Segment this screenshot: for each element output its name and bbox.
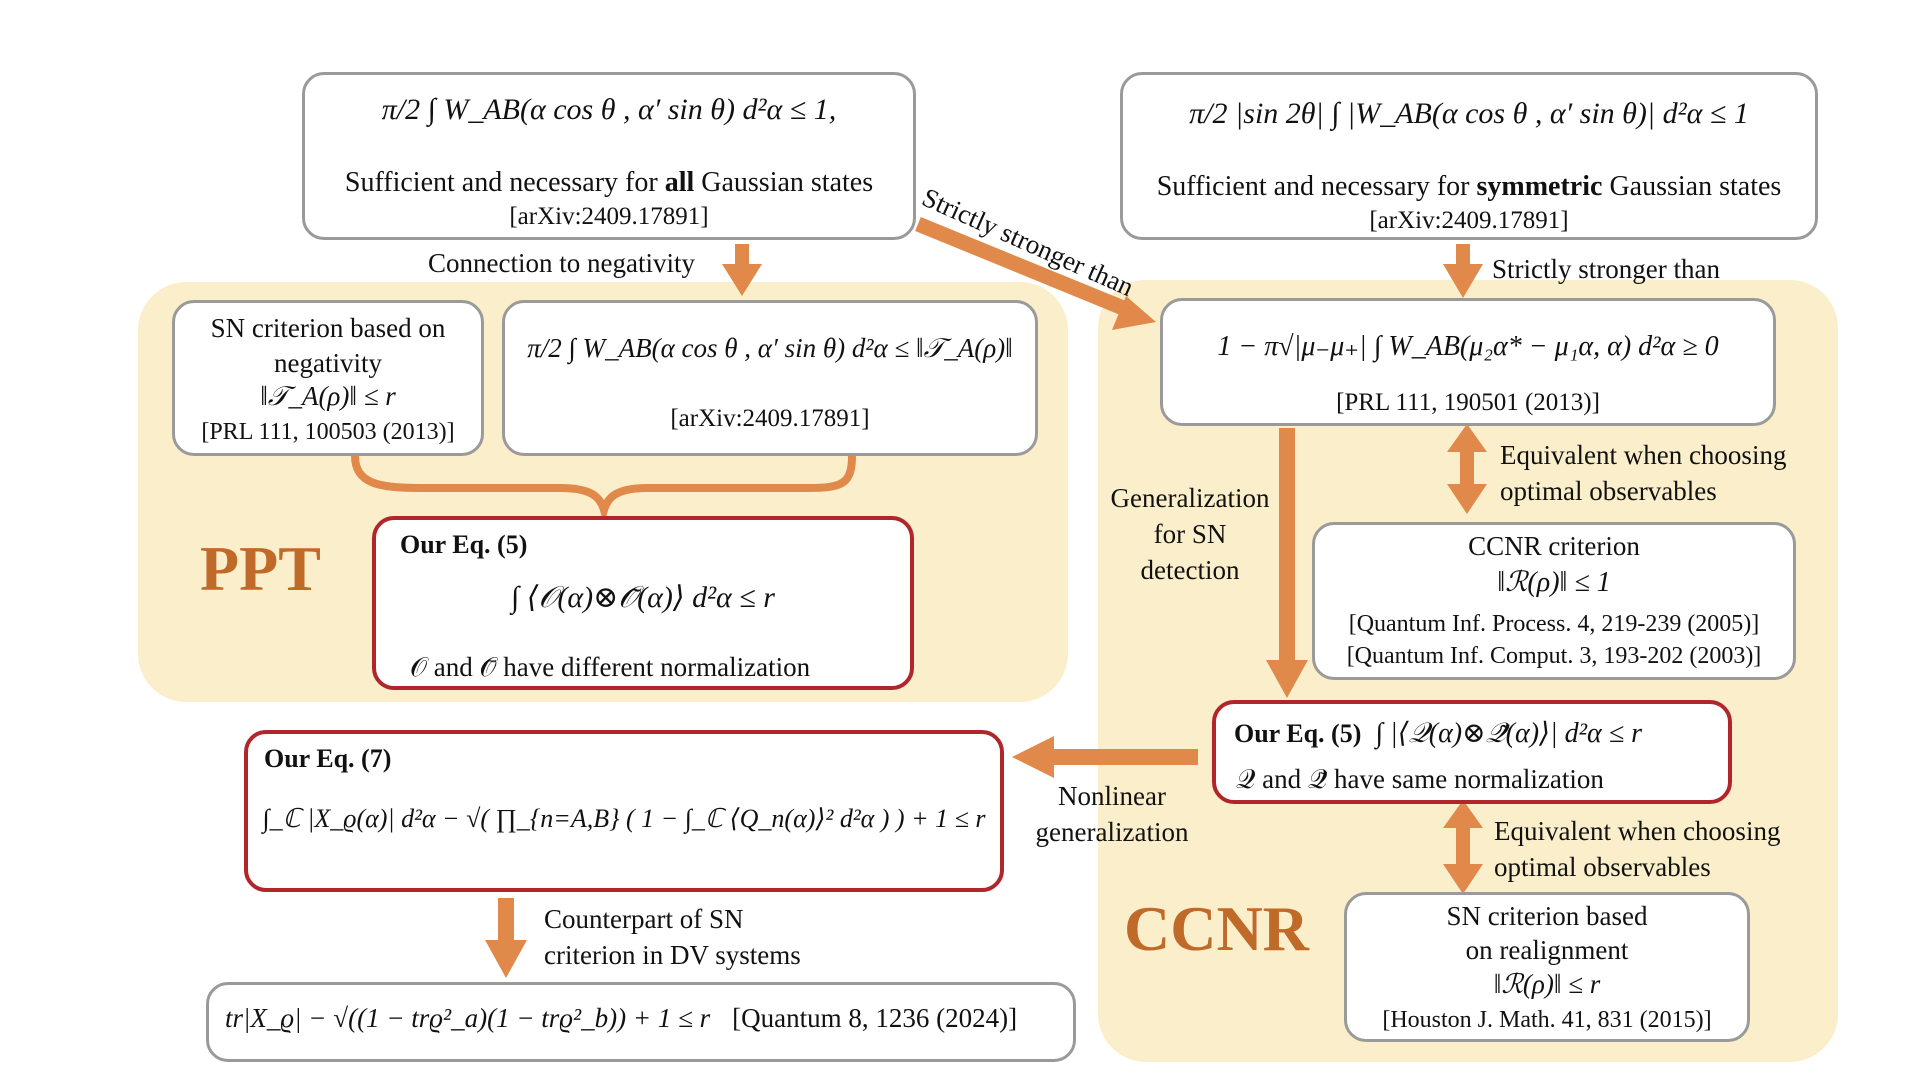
arrow-nonlinear bbox=[1012, 736, 1198, 778]
formula-all-gaussian: π/2 ∫ W_AB(α cos θ , α′ sin θ) d²α ≤ 1, bbox=[381, 93, 837, 126]
dv-ref: [Quantum 8, 1236 (2024)] bbox=[732, 1003, 1018, 1033]
text-all-gaussian: Sufficient and necessary for all Gaussia… bbox=[305, 167, 913, 199]
ref-symmetric-gaussian: [arXiv:2409.17891] bbox=[1369, 207, 1569, 234]
our-eq5-ccnr-formula: ∫ |⟨𝒬(α)⊗𝒬̃(α)⟩| d²α ≤ r bbox=[1375, 718, 1643, 749]
dv-formula: tr|X_ϱ| − √((1 − trϱ²_a)(1 − trϱ²_b)) + … bbox=[225, 1003, 711, 1033]
ref-all-gaussian: [arXiv:2409.17891] bbox=[509, 203, 709, 230]
ccnr-criterion-formula: ‖ℛ(ρ)‖ ≤ 1 bbox=[1497, 567, 1611, 598]
our-eq5-ccnr-note: 𝒬 and 𝒬̃ have same normalization bbox=[1236, 764, 1604, 794]
label-equiv-2-line1: Equivalent when choosing bbox=[1494, 816, 1781, 846]
dv-row: tr|X_ϱ| − √((1 − trϱ²_a)(1 − trϱ²_b)) + … bbox=[225, 1003, 1017, 1034]
label-ppt: PPT bbox=[200, 533, 321, 604]
arrow-generalization bbox=[1266, 428, 1308, 698]
text-bold: symmetric bbox=[1476, 171, 1603, 202]
sn-negativity-line2: negativity bbox=[274, 348, 382, 378]
ccnr-criterion-line1: CCNR criterion bbox=[1468, 531, 1640, 561]
text-bold: all bbox=[664, 167, 695, 198]
label-connection-negativity: Connection to negativity bbox=[428, 248, 695, 278]
text-post: Gaussian states bbox=[1602, 171, 1782, 202]
sn-negativity-formula: ‖𝒯_A(ρ)‖ ≤ r bbox=[260, 381, 396, 411]
our-eq5-ppt-note: 𝒪 and 𝒪̃ have different normalization bbox=[410, 652, 811, 682]
text-pre: Sufficient and necessary for bbox=[1156, 171, 1477, 202]
arrow-strictly-stronger-diagonal bbox=[915, 217, 1156, 330]
sn-realign-ref: [Houston J. Math. 41, 831 (2015)] bbox=[1382, 1007, 1712, 1033]
sn-negativity-ref: [PRL 111, 100503 (2013)] bbox=[201, 419, 455, 445]
nonlin-line1: Nonlinear bbox=[1058, 781, 1166, 811]
text-pre: Sufficient and necessary for bbox=[344, 167, 665, 198]
text-post: Gaussian states bbox=[694, 167, 874, 198]
ppt-integral-formula: π/2 ∫ W_AB(α cos θ , α′ sin θ) d²α ≤ ‖𝒯_… bbox=[527, 333, 1013, 363]
label-counterpart-line1: Counterpart of SN bbox=[544, 904, 744, 934]
gen-line3: detection bbox=[1140, 555, 1240, 585]
box-our-eq5-ccnr: Our Eq. (5) ∫ |⟨𝒬(α)⊗𝒬̃(α)⟩| d²α ≤ r 𝒬 a… bbox=[1212, 700, 1732, 804]
brace-connector bbox=[351, 452, 856, 525]
text-symmetric-gaussian: Sufficient and necessary for symmetric G… bbox=[1123, 171, 1815, 203]
arrow-strictly-stronger-right bbox=[1443, 244, 1483, 298]
label-nonlinear: Nonlinear generalization bbox=[1012, 778, 1212, 850]
label-equiv-1-line1: Equivalent when choosing bbox=[1500, 440, 1787, 470]
our-eq5-ccnr-row: Our Eq. (5) ∫ |⟨𝒬(α)⊗𝒬̃(α)⟩| d²α ≤ r bbox=[1234, 716, 1642, 750]
box-ccnr-criterion: CCNR criterion ‖ℛ(ρ)‖ ≤ 1 [Quantum Inf. … bbox=[1312, 522, 1796, 680]
ppt-integral-ref: [arXiv:2409.17891] bbox=[670, 405, 870, 432]
label-generalization: Generalization for SN detection bbox=[1100, 480, 1280, 588]
our-eq7-formula: ∫_ℂ |X_ϱ(α)| d²α − √( ∏_{n=A,B} ( 1 − ∫_… bbox=[262, 804, 986, 833]
box-all-gaussian: π/2 ∫ W_AB(α cos θ , α′ sin θ) d²α ≤ 1, … bbox=[302, 72, 916, 240]
box-sn-negativity: SN criterion based on negativity ‖𝒯_A(ρ)… bbox=[172, 300, 484, 456]
ccnr-criterion-ref1: [Quantum Inf. Process. 4, 219-239 (2005)… bbox=[1348, 611, 1760, 637]
sn-realign-line1: SN criterion based bbox=[1446, 901, 1648, 931]
arrow-counterpart bbox=[485, 898, 527, 978]
box-our-eq5-ppt: Our Eq. (5) ∫ ⟨𝒪(α)⊗𝒪̃(α)⟩ d²α ≤ r 𝒪 and… bbox=[372, 516, 914, 690]
formula-symmetric-gaussian: π/2 |sin 2θ| ∫ |W_AB(α cos θ , α′ sin θ)… bbox=[1189, 97, 1749, 130]
arrow-connection-negativity bbox=[722, 244, 762, 296]
our-eq7-title: Our Eq. (7) bbox=[264, 744, 392, 773]
ccnr-integral-ref: [PRL 111, 190501 (2013)] bbox=[1336, 389, 1600, 416]
box-dv-counterpart: tr|X_ϱ| − √((1 − trϱ²_a)(1 − trϱ²_b)) + … bbox=[206, 982, 1076, 1062]
gen-line2: for SN bbox=[1153, 519, 1227, 549]
label-counterpart-line2: criterion in DV systems bbox=[544, 940, 801, 970]
box-ccnr-integral: 1 − π√|μ₋μ₊| ∫ W_AB(μ₂α* − μ₁α, α) d²α ≥… bbox=[1160, 298, 1776, 426]
ccnr-criterion-ref2: [Quantum Inf. Comput. 3, 193-202 (2003)] bbox=[1346, 643, 1762, 669]
our-eq5-ppt-formula: ∫ ⟨𝒪(α)⊗𝒪̃(α)⟩ d²α ≤ r bbox=[511, 581, 775, 614]
double-arrow-equiv-2 bbox=[1443, 800, 1483, 894]
nonlin-line2: generalization bbox=[1035, 817, 1189, 847]
box-symmetric-gaussian: π/2 |sin 2θ| ∫ |W_AB(α cos θ , α′ sin θ)… bbox=[1120, 72, 1818, 240]
our-eq5-ccnr-title: Our Eq. (5) bbox=[1234, 719, 1362, 748]
label-equiv-2-line2: optimal observables bbox=[1494, 852, 1711, 882]
gen-line1: Generalization bbox=[1110, 483, 1270, 513]
ccnr-integral-formula: 1 − π√|μ₋μ₊| ∫ W_AB(μ₂α* − μ₁α, α) d²α ≥… bbox=[1217, 331, 1719, 362]
box-our-eq7: Our Eq. (7) ∫_ℂ |X_ϱ(α)| d²α − √( ∏_{n=A… bbox=[244, 730, 1004, 892]
double-arrow-equiv-1 bbox=[1447, 424, 1487, 514]
our-eq5-ppt-title: Our Eq. (5) bbox=[400, 530, 528, 559]
label-ccnr: CCNR bbox=[1124, 893, 1309, 964]
sn-realign-formula: ‖ℛ(ρ)‖ ≤ r bbox=[1493, 969, 1601, 999]
label-equiv-1-line2: optimal observables bbox=[1500, 476, 1717, 506]
sn-negativity-line1: SN criterion based on bbox=[210, 313, 446, 343]
box-sn-realignment: SN criterion based on realignment ‖ℛ(ρ)‖… bbox=[1344, 892, 1750, 1042]
label-strictly-stronger-right: Strictly stronger than bbox=[1492, 254, 1720, 284]
box-ppt-integral: π/2 ∫ W_AB(α cos θ , α′ sin θ) d²α ≤ ‖𝒯_… bbox=[502, 300, 1038, 456]
sn-realign-line2: on realignment bbox=[1465, 935, 1629, 965]
